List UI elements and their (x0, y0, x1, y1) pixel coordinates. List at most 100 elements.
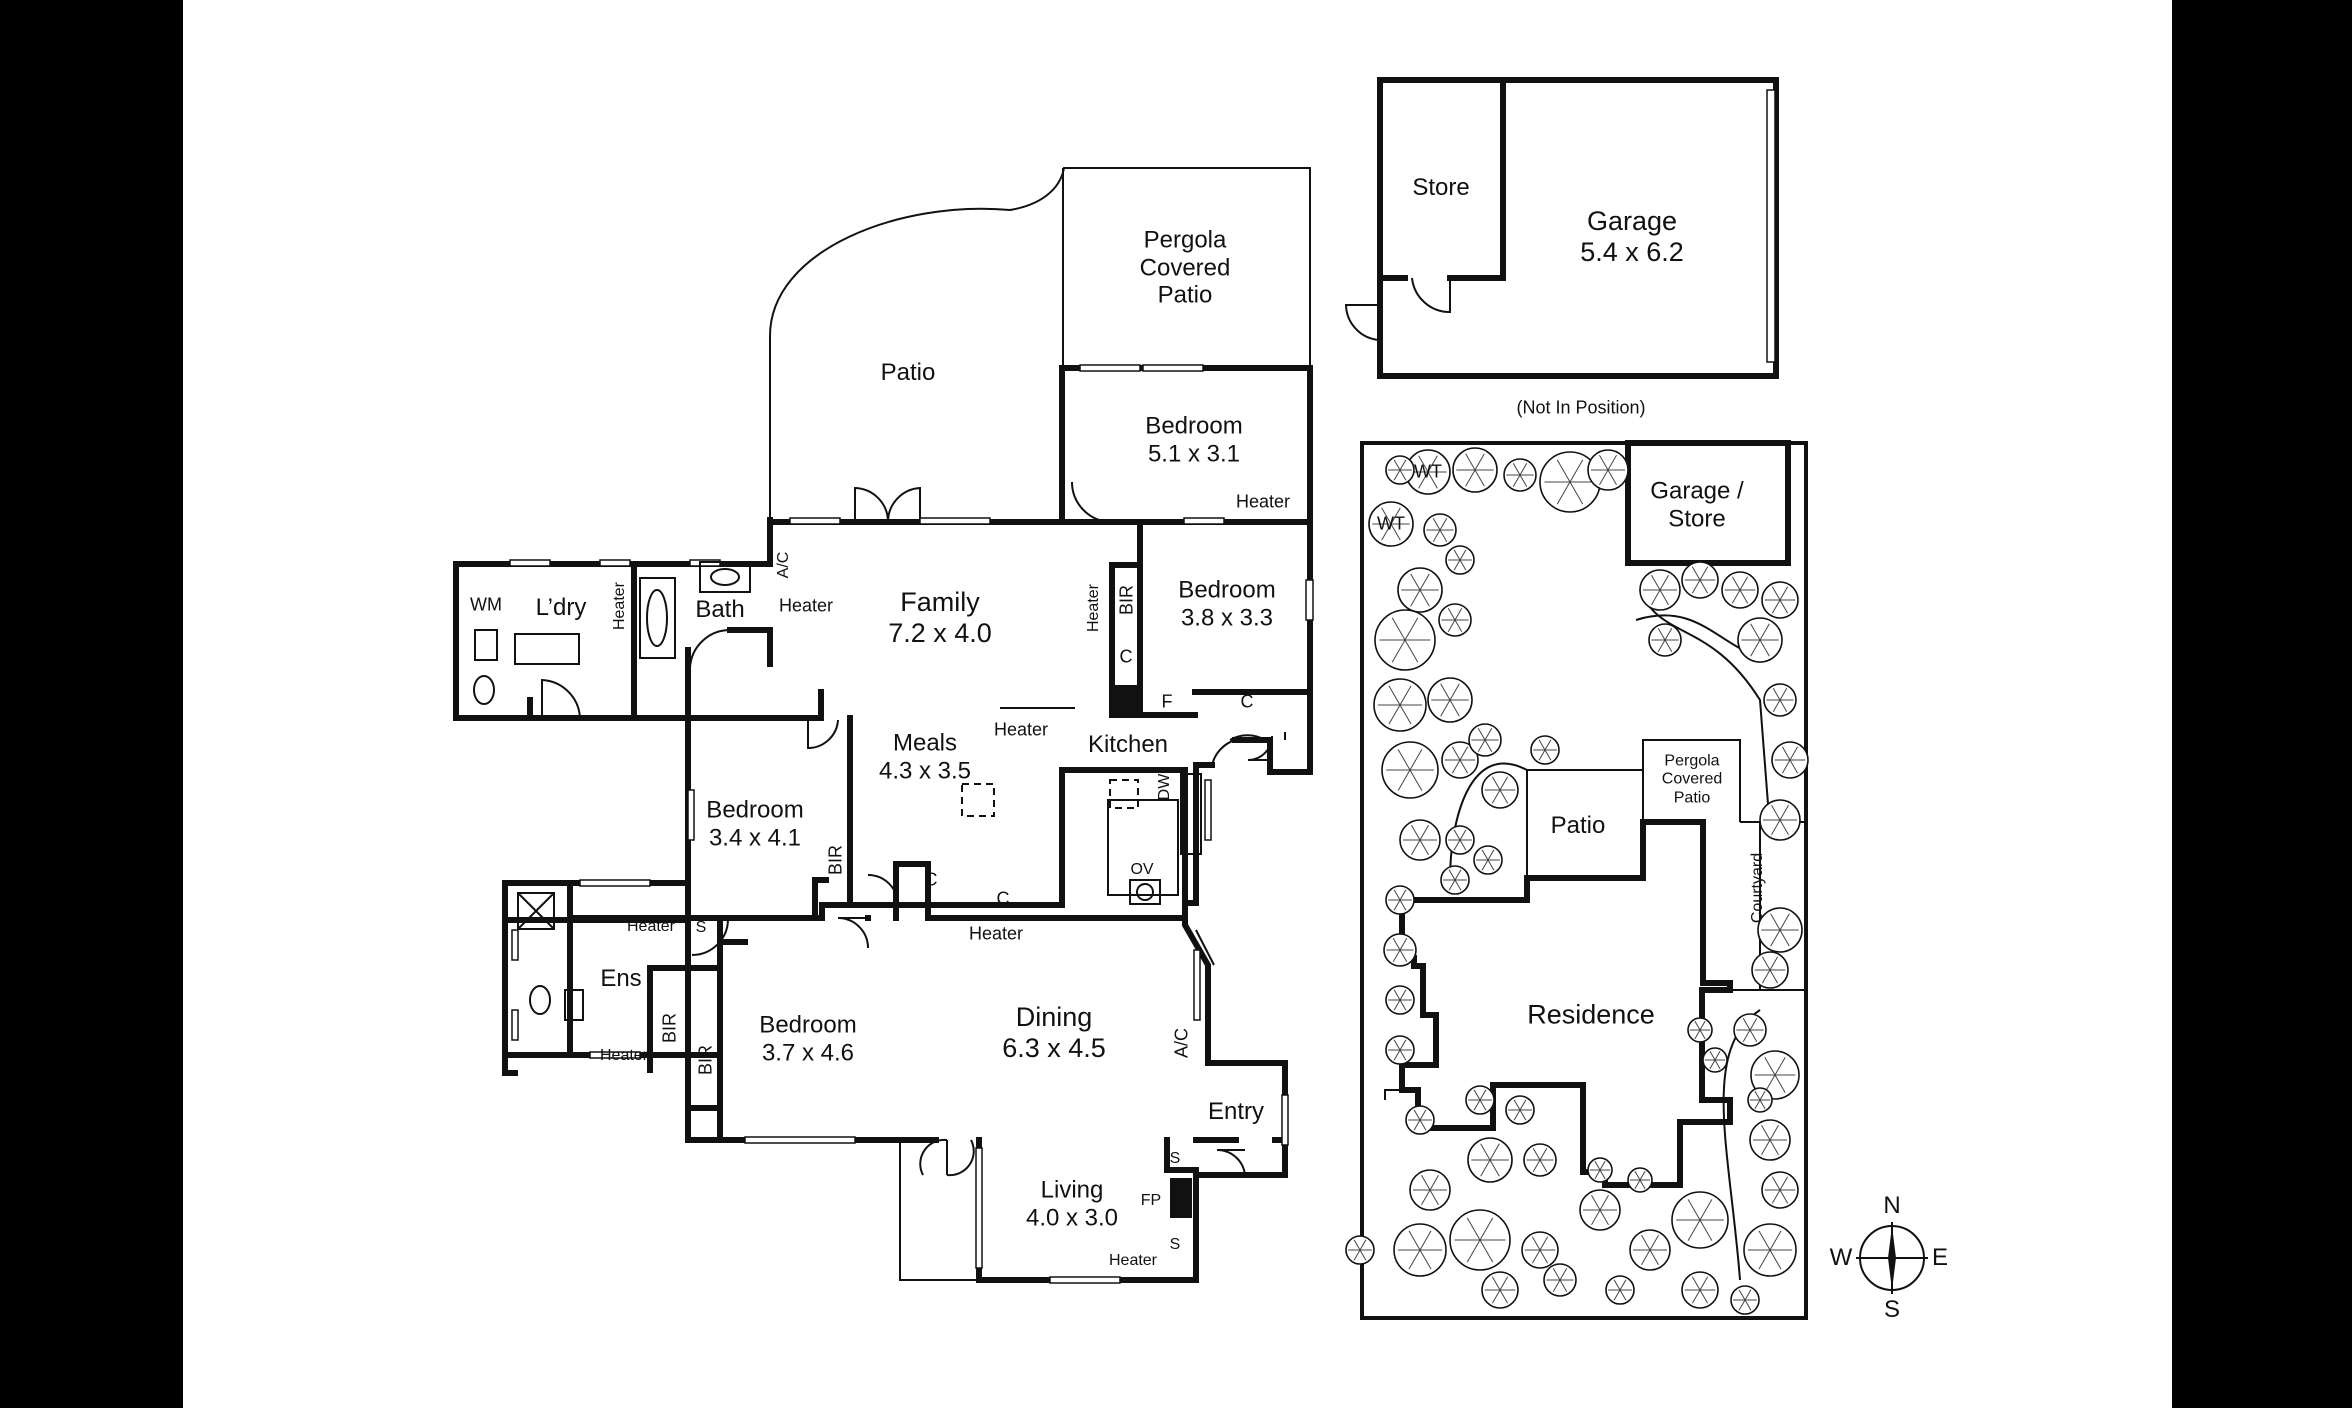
tree-branch (1774, 1057, 1786, 1076)
laundry-label: L’dry (535, 594, 587, 622)
tree-branch (1641, 1249, 1651, 1265)
tree-branch (1399, 889, 1407, 901)
tree-branch (1556, 481, 1571, 505)
tree-branch (1477, 727, 1486, 741)
tree-branch (1491, 789, 1501, 804)
tree-branch (1419, 573, 1430, 591)
tree-branch (1487, 859, 1495, 871)
tree-branch (1539, 1159, 1548, 1173)
tree-branch (1699, 579, 1709, 594)
tree-branch (1393, 1039, 1401, 1051)
compass-rose (1856, 1222, 1928, 1294)
tree-branch (1432, 517, 1441, 531)
tree-branch (1484, 727, 1493, 741)
tree-branch (1771, 599, 1781, 614)
tree-branch (1448, 879, 1456, 891)
tree-branch (1569, 481, 1584, 505)
tree-branch (1599, 455, 1609, 471)
tree-branch (1779, 699, 1788, 713)
tree-branch (1459, 839, 1467, 851)
tree-branch (1399, 459, 1407, 471)
tree-branch (1594, 1160, 1601, 1171)
tree-branch (1465, 453, 1476, 471)
tree-branch (1393, 989, 1401, 1001)
tree-branch (1607, 469, 1617, 485)
tree-branch (1556, 459, 1571, 483)
tree-branch (1781, 746, 1791, 761)
tree-branch (1758, 1249, 1771, 1270)
garden-trees (1345, 447, 1809, 1315)
tree-branch (1499, 776, 1509, 791)
tree-branch (1473, 1089, 1481, 1101)
tree-branch (1544, 749, 1552, 761)
tree-branch (1413, 1109, 1421, 1121)
tree-branch (1699, 1020, 1706, 1031)
tree-branch (1759, 1099, 1766, 1110)
patio-label: Patio (880, 359, 936, 387)
tree-branch (1699, 1276, 1709, 1291)
washing-machine-wm-label: WM (470, 594, 502, 615)
tree-branch (1769, 1139, 1779, 1155)
tree-branch (1429, 1175, 1439, 1191)
kitchen-label: Kitchen (1087, 731, 1169, 759)
tree-branch (1399, 469, 1407, 481)
tree-branch (1399, 899, 1407, 911)
tree-branch (1519, 474, 1528, 488)
tree-branch (1531, 1249, 1541, 1264)
tree-branch (1772, 687, 1781, 701)
tree-branch (1779, 586, 1789, 601)
heater-laundry-label: Heater (610, 581, 628, 631)
tree-branch (1454, 607, 1463, 621)
tree-branch (1404, 617, 1419, 641)
tree-branch (1466, 1217, 1481, 1241)
tree-branch (1699, 1219, 1713, 1241)
tree-branch (1649, 1249, 1659, 1265)
site-garage-store-label: Garage / Store (1650, 477, 1744, 532)
tree-branch (1634, 1179, 1641, 1190)
bedroom-right-label: Bedroom 3.8 x 3.3 (1178, 576, 1276, 631)
tree-branch (1538, 739, 1546, 751)
family-label: Family 7.2 x 4.0 (888, 586, 992, 648)
tree-branch (1714, 1050, 1721, 1061)
tree-branch (1764, 1057, 1776, 1076)
tree-branch (1399, 1049, 1407, 1061)
tree-branch (1418, 471, 1429, 489)
tree-branch (1639, 1179, 1646, 1190)
tree-branch (1449, 699, 1460, 717)
tree-branch (1447, 607, 1456, 621)
tree-branch (1479, 1099, 1487, 1111)
tree-branch (1439, 517, 1448, 531)
tree-branch (1439, 529, 1448, 543)
tree-branch (1454, 869, 1462, 881)
tree-branch (1779, 913, 1790, 931)
heater-ensuite-top-label: Heater (626, 917, 676, 935)
compass-north-label: N (1883, 1192, 1901, 1220)
tree-branch (1599, 469, 1609, 485)
tree-branch (1397, 749, 1411, 771)
tree-branch (1664, 639, 1673, 653)
tree-branch (1749, 1017, 1758, 1031)
pergola-covered-patio-label: Pergola Covered Patio (1139, 226, 1231, 309)
tree-branch (1399, 704, 1412, 725)
tree-branch (1539, 1236, 1549, 1251)
tree-branch (1649, 1235, 1659, 1251)
tree-branch (1738, 1299, 1746, 1311)
tree-branch (1789, 746, 1799, 761)
tree-branch (1466, 1239, 1481, 1263)
tree-branch (1769, 969, 1779, 984)
tree-branch (1449, 683, 1460, 701)
tree-branch (1750, 639, 1761, 657)
tree-branch (1619, 1289, 1627, 1301)
bedroom-left-label: Bedroom 3.4 x 4.1 (706, 796, 804, 851)
bir-right-label: BIR (1116, 584, 1137, 616)
heater-kitchen-label: Heater (968, 923, 1024, 944)
tree-branch (1408, 1249, 1421, 1270)
tree-branch (1440, 683, 1451, 701)
door-swings (541, 481, 1286, 1177)
tree-branch (1459, 829, 1467, 841)
tree-branch (1758, 1230, 1771, 1251)
plan-sheet (183, 0, 2172, 1408)
fireplace-fp-label: FP (1140, 1191, 1162, 1209)
bir-left-label: BIR (825, 844, 846, 876)
